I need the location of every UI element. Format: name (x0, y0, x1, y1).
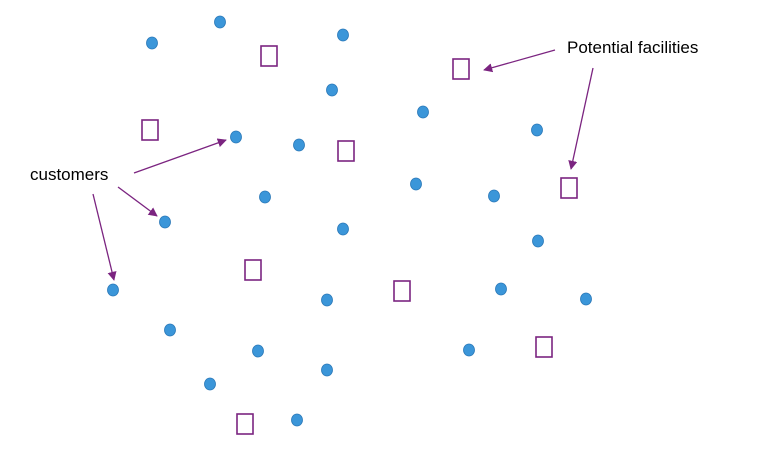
customer-dot (321, 293, 333, 307)
customer-dot (580, 292, 592, 306)
customer-dot (417, 105, 429, 119)
customer-dot (291, 413, 303, 427)
customer-dot (146, 36, 158, 50)
customer-dot (337, 222, 349, 236)
customer-dot (337, 28, 349, 42)
facility-square (337, 140, 355, 162)
potential-facilities-label: Potential facilities (567, 38, 699, 57)
customer-dot (321, 363, 333, 377)
facility-square (560, 177, 578, 199)
arrow-customers-2 (117, 186, 158, 217)
customer-dot (252, 344, 264, 358)
facility-square (236, 413, 254, 435)
facility-square (393, 280, 411, 302)
customer-dot (159, 215, 171, 229)
customers-layer (107, 15, 592, 427)
customer-dot (488, 189, 500, 203)
customer-dot (531, 123, 543, 137)
customer-dot (204, 377, 216, 391)
facilities-layer (141, 45, 578, 435)
facility-square (141, 119, 159, 141)
arrow-customers-3 (92, 193, 117, 281)
customer-dot (214, 15, 226, 29)
facility-square (260, 45, 278, 67)
arrow-customers-1 (133, 138, 227, 174)
facility-square (535, 336, 553, 358)
facility-square (452, 58, 470, 80)
customer-dot (463, 343, 475, 357)
customer-dot (326, 83, 338, 97)
customer-dot (532, 234, 544, 248)
arrows-layer (92, 49, 594, 281)
arrow-facilities-1 (483, 49, 556, 73)
customer-dot (495, 282, 507, 296)
customer-dot (259, 190, 271, 204)
customer-dot (230, 130, 242, 144)
arrow-facilities-2 (568, 67, 594, 170)
facility-square (244, 259, 262, 281)
customer-dot (410, 177, 422, 191)
customer-dot (293, 138, 305, 152)
customer-dot (164, 323, 176, 337)
customer-dot (107, 283, 119, 297)
customers-label: customers (30, 165, 109, 184)
